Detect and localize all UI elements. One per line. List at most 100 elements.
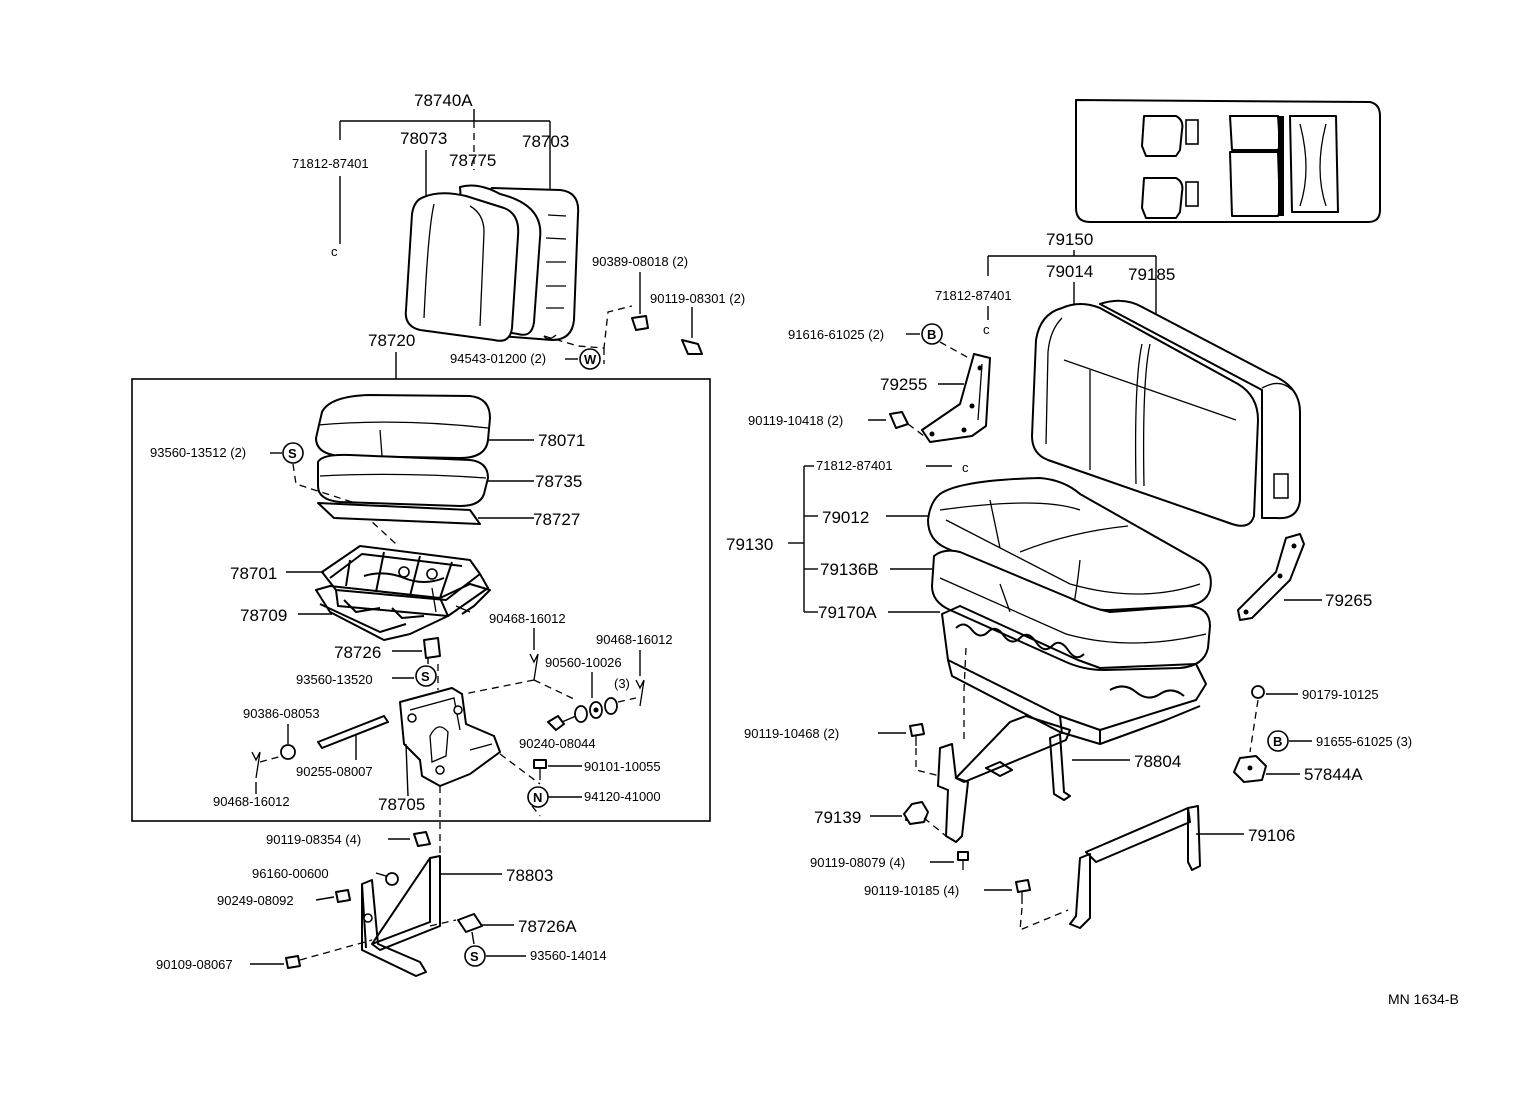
label-93560-14014: 93560-14014: [530, 948, 607, 963]
label-90468-16012-a: 90468-16012: [489, 611, 566, 626]
hog-ring-icon: c: [331, 244, 338, 259]
bolt-90101-icon: [533, 759, 547, 769]
label-79170A: 79170A: [818, 603, 877, 622]
hog-ring-b-icon: c: [983, 322, 990, 337]
bolt-90240-icon: [547, 715, 565, 731]
pin-90468-c-icon: [251, 751, 261, 779]
label-78735: 78735: [535, 472, 582, 491]
callout-s3-icon: [464, 945, 486, 967]
clip-78726-icon: [423, 637, 441, 659]
callout-w-icon: [579, 348, 601, 370]
washer-90560-icon: [574, 697, 618, 723]
label-78709: 78709: [240, 606, 287, 625]
label-79012: 79012: [822, 508, 869, 527]
bracket-78740A: [339, 109, 551, 200]
bolt-90249-icon: [335, 889, 351, 903]
cushion-pad-78735: [317, 453, 489, 507]
label-90249-08092: 90249-08092: [217, 893, 294, 908]
vehicle-layout-inset: [1075, 99, 1381, 223]
pin-90468-b-icon: [635, 679, 645, 707]
bench-cushion-cover-79012: [927, 477, 1212, 611]
label-78726: 78726: [334, 643, 381, 662]
label-78727: 78727: [533, 510, 580, 529]
label-93560-13520: 93560-13520: [296, 672, 373, 687]
label-78703: 78703: [522, 132, 569, 151]
label-94543-01200: 94543-01200 (2): [450, 351, 546, 366]
pin-90468-a-icon: [529, 653, 539, 681]
diagram-code: MN 1634-B: [1388, 991, 1459, 1007]
label-90240-08044: 90240-08044: [519, 736, 596, 751]
label-78740A: 78740A: [414, 91, 473, 110]
seat-track-78709: [315, 583, 491, 641]
label-90119-08301: 90119-08301 (2): [650, 291, 745, 306]
callout-b-label: B: [927, 327, 936, 342]
label-91655-61025: 91655-61025 (3): [1316, 734, 1412, 749]
nut-96160-icon: [385, 872, 399, 886]
cushion-board-78727: [317, 502, 481, 525]
label-78726A: 78726A: [518, 917, 577, 936]
bushing-90386-icon: [280, 744, 296, 760]
clip-79139-body-icon: [903, 801, 929, 825]
label-78705: 78705: [378, 795, 425, 814]
label-96160-00600: 96160-00600: [252, 866, 329, 881]
nut-90389-icon: [631, 315, 649, 331]
hog-ring-c-icon: c: [962, 460, 969, 475]
label-90468-16012-c: 90468-16012: [213, 794, 290, 809]
label-90255-08007: 90255-08007: [296, 764, 373, 779]
bench-leg-79106: [1069, 805, 1201, 929]
recliner-bracket-78705: [399, 687, 501, 787]
label-71812-87401-left: 71812-87401: [292, 156, 369, 171]
bench-seatback-79014: [1031, 299, 1301, 527]
label-90119-10468: 90119-10468 (2): [744, 726, 839, 741]
label-90109-08067: 90109-08067: [156, 957, 233, 972]
bolt-90119-10185-icon: [1015, 879, 1031, 893]
label-79014: 79014: [1046, 262, 1093, 281]
callout-s-label: S: [288, 446, 297, 461]
label-90560-10026: 90560-10026: [545, 655, 622, 670]
label-90119-10418: 90119-10418 (2): [748, 413, 843, 428]
label-79185: 79185: [1128, 265, 1175, 284]
rod-90255-icon: [317, 715, 389, 749]
label-78804: 78804: [1134, 752, 1181, 771]
label-79150: 79150: [1046, 230, 1093, 249]
bolt-90119-08301-icon: [681, 339, 703, 355]
label-71812-87401-right: 71812-87401: [935, 288, 1012, 303]
assembly-box-78720: [131, 378, 711, 822]
label-79130: 79130: [726, 535, 773, 554]
clip-78726A-icon: [457, 913, 483, 933]
callout-w-label: W: [584, 352, 597, 367]
label-71812-87401-lower: 71812-87401: [816, 458, 893, 473]
front-seatback-cover-78073: [404, 192, 520, 342]
cushion-cover-78071: [315, 394, 491, 459]
seat-frame-78701: [321, 545, 489, 617]
label-90560-qty: (3): [614, 676, 630, 691]
callout-n-label: N: [533, 790, 542, 805]
bolt-90119-10468-icon: [909, 723, 925, 737]
seat-leg-78803: [361, 855, 441, 977]
label-78775: 78775: [449, 151, 496, 170]
nut-90179-icon: [1251, 685, 1265, 699]
label-90179-10125: 90179-10125: [1302, 687, 1379, 702]
label-90389-08018: 90389-08018 (2): [592, 254, 688, 269]
label-90101-10055: 90101-10055: [584, 759, 661, 774]
callout-b-icon: [921, 323, 943, 345]
label-94120-41000: 94120-41000: [584, 789, 661, 804]
seatback-hinge-79255: [921, 353, 991, 443]
callout-s2-label: S: [421, 669, 430, 684]
bolt-90119-08354-icon: [413, 831, 431, 847]
label-79139: 79139: [814, 808, 861, 827]
callout-s2-icon: [415, 665, 437, 687]
label-78803: 78803: [506, 866, 553, 885]
callout-b2-label: B: [1273, 734, 1282, 749]
label-79136B: 79136B: [820, 560, 879, 579]
callout-s-icon: [282, 442, 304, 464]
bench-seat-frame-79170A: [941, 605, 1207, 745]
bench-leg-78804: [937, 715, 1071, 843]
label-79106: 79106: [1248, 826, 1295, 845]
bolt-90109-icon: [285, 955, 301, 969]
label-90119-08354: 90119-08354 (4): [266, 832, 361, 847]
bolt-90119-10418-icon: [889, 411, 909, 429]
label-78073: 78073: [400, 129, 447, 148]
label-90468-16012-b: 90468-16012: [596, 632, 673, 647]
